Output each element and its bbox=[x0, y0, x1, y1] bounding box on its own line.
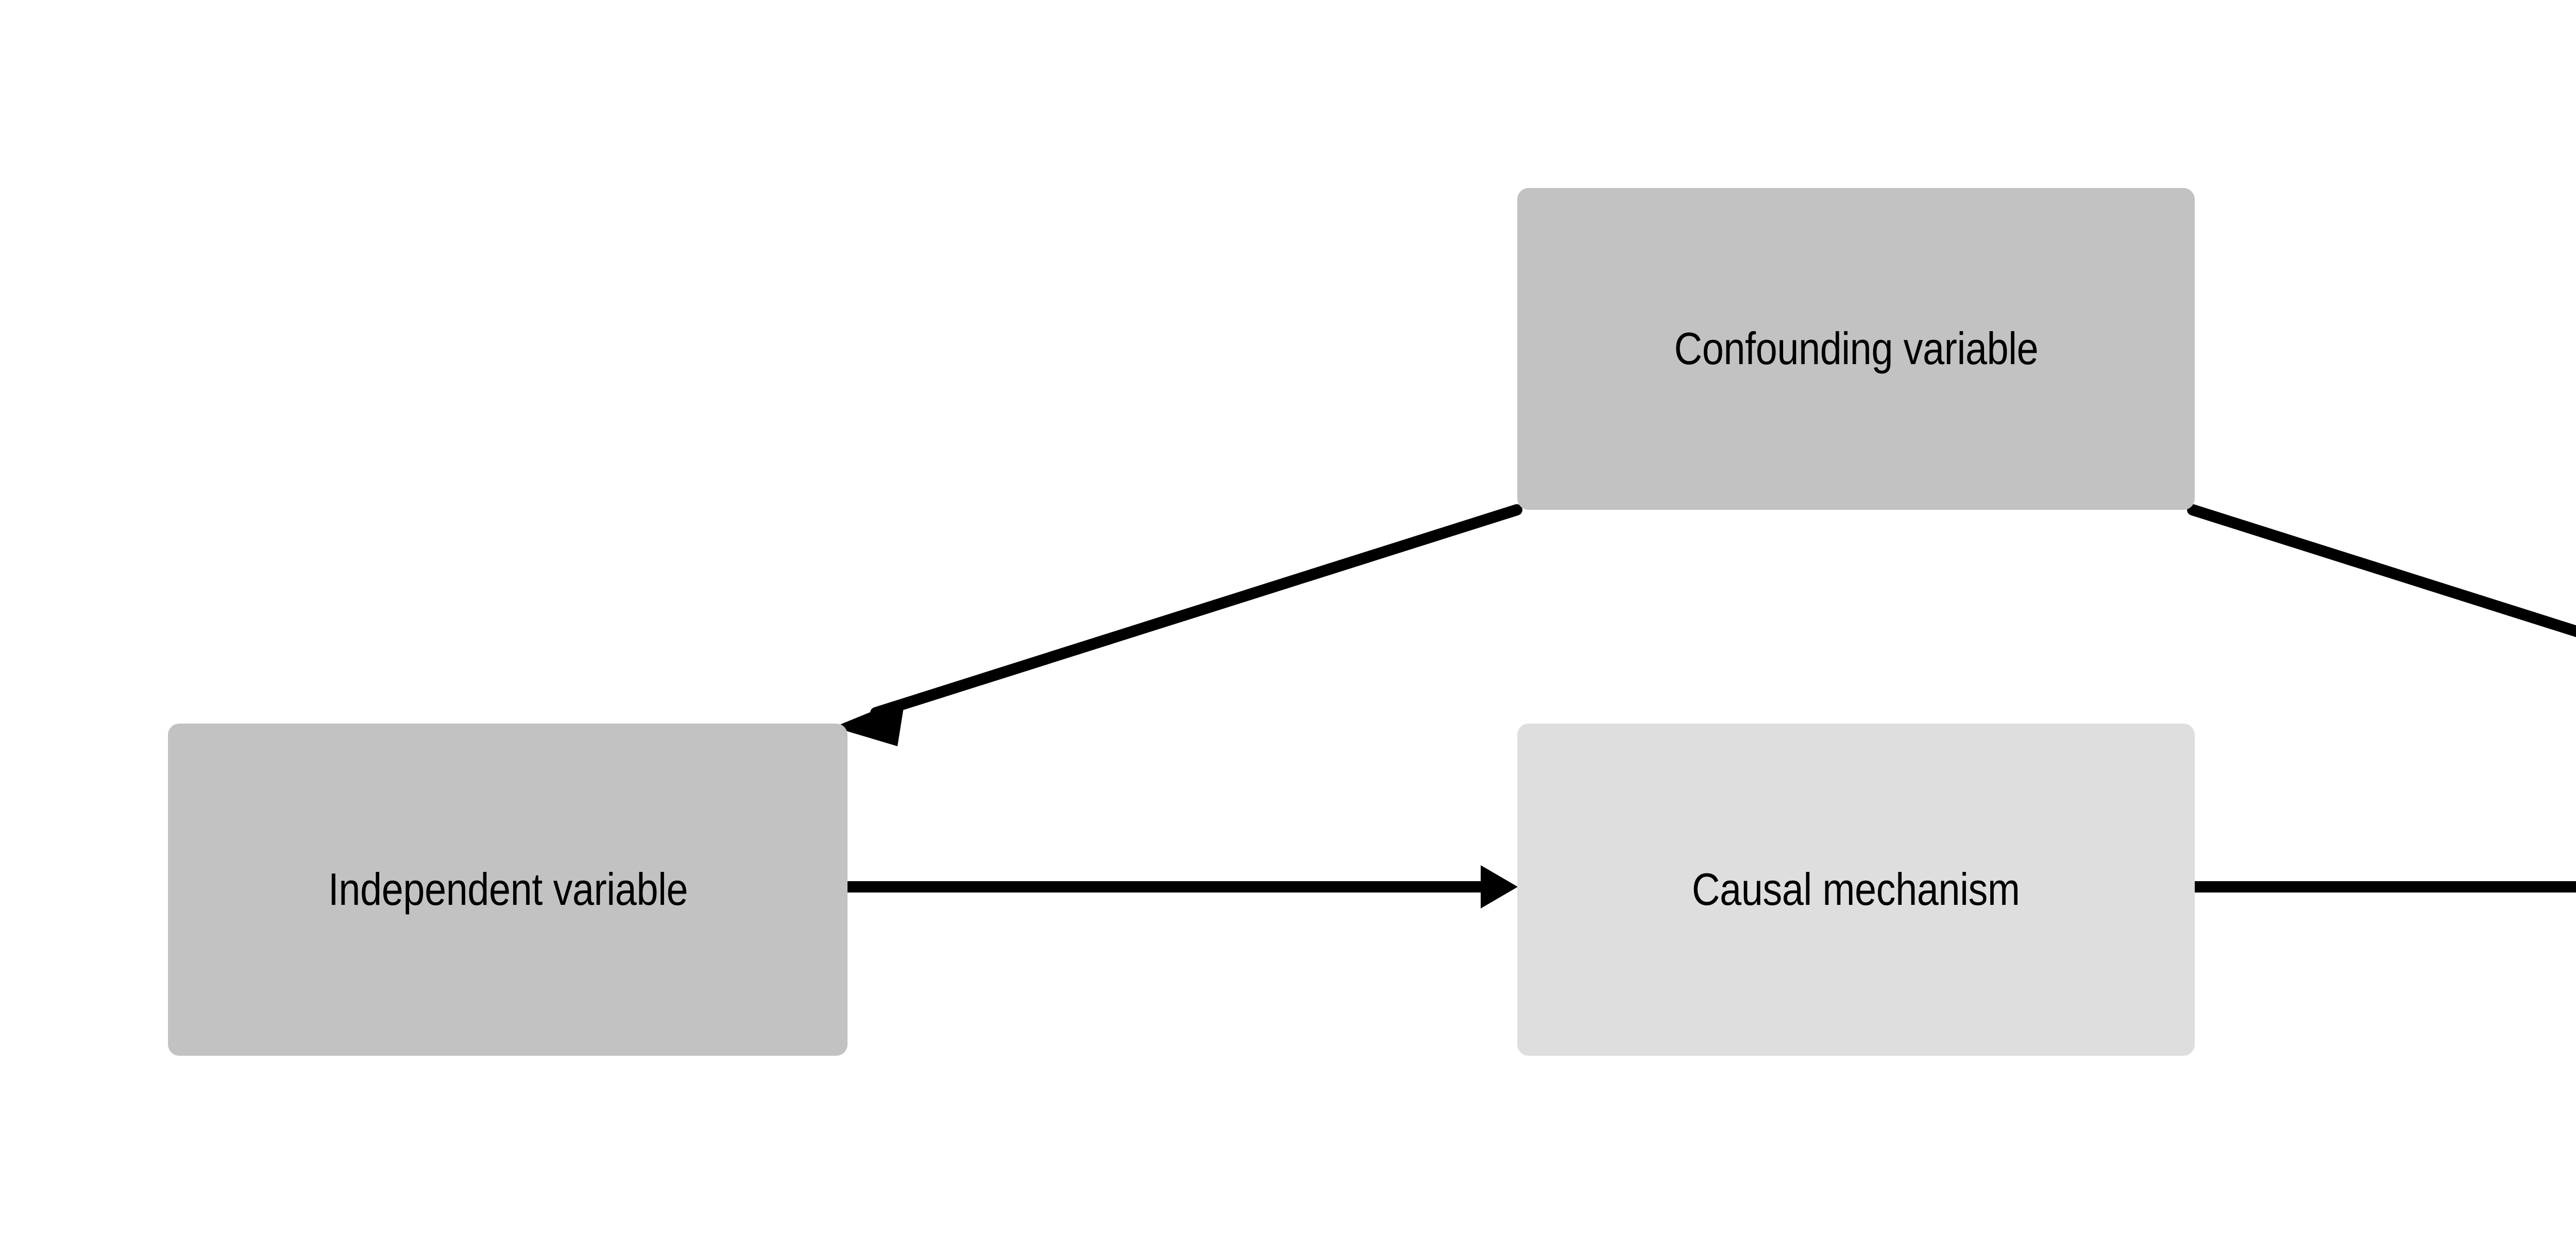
edge-independent-to-causal bbox=[848, 865, 1518, 908]
edge-confounding-to-dependent bbox=[2187, 504, 2576, 638]
node-causal-mechanism[interactable]: Causal mechanism bbox=[1517, 724, 2195, 1056]
node-causal-mechanism-label: Causal mechanism bbox=[1692, 864, 2020, 915]
node-confounding-variable-label: Confounding variable bbox=[1674, 323, 2038, 374]
node-independent-variable-label: Independent variable bbox=[328, 864, 688, 915]
node-independent-variable[interactable]: Independent variable bbox=[168, 724, 848, 1056]
edge-causal-to-dependent bbox=[2195, 881, 2576, 892]
node-confounding-variable[interactable]: Confounding variable bbox=[1517, 188, 2195, 510]
edge-confounding-to-independent bbox=[834, 504, 1522, 746]
